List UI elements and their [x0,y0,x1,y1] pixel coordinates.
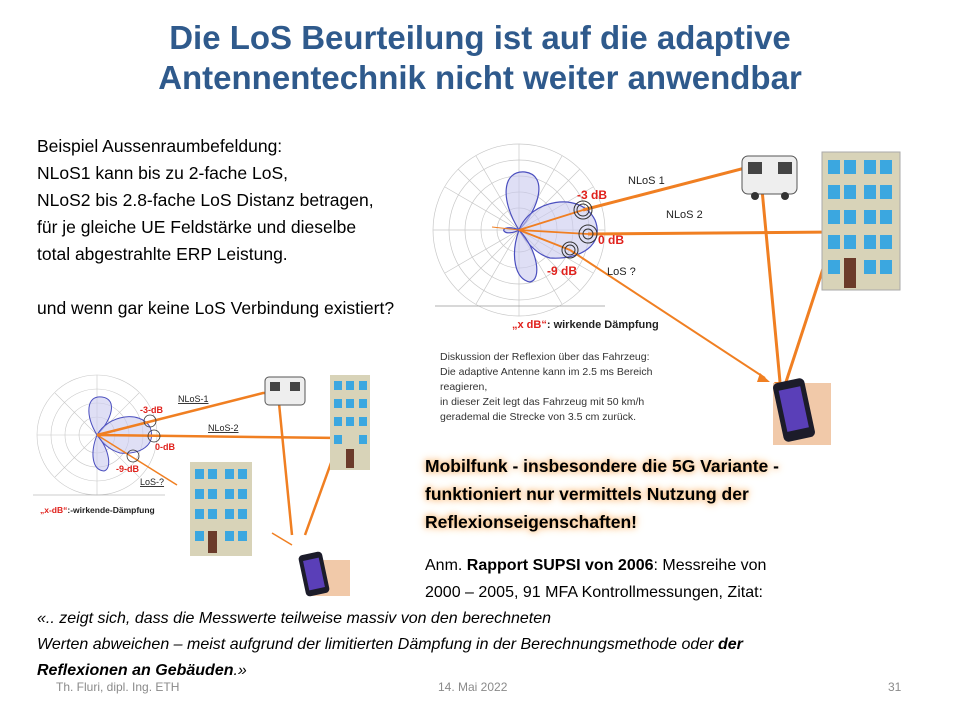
label-los: LoS-? [140,477,164,487]
highlight-line: Mobilfunk - insbesondere die 5G Variante… [425,456,779,476]
note-line-2: 2000 – 2005, 91 MFA Kontrollmessungen, Z… [425,584,763,601]
note-prefix: Anm. [425,557,467,574]
highlight-statement: Mobilfunk - insbesondere die 5G Variante… [425,452,779,536]
ray-lines [491,209,589,251]
label-0db: 0-dB [155,442,176,452]
legend: „x dB“: wirkende Dämpfung [512,319,659,331]
title-line-1: Die LoS Beurteilung ist auf die adaptive [169,19,791,56]
quote-text: «.. zeigt sich, dass die Messwerte teilw… [37,606,743,684]
footer-author: Th. Fluri, dipl. Ing. ETH [56,680,180,694]
label-nlos2: NLoS 2 [666,209,703,221]
discussion-line: reagieren, [440,381,488,393]
phone-image [773,378,831,445]
building-image [330,375,370,470]
bottom-diagram: -3-dB 0-dB -9-dB NLoS-1 NLoS-2 LoS-? „x-… [33,374,370,597]
bus-image [264,376,306,406]
discussion-line: gerademal die Strecke von 3.5 cm zurück. [440,411,637,423]
target-circles [126,414,161,463]
legend-text: : wirkende Dämpfung [547,319,659,331]
quote-end: .» [233,662,247,679]
note-rest: : Messreihe von [653,557,767,574]
discussion-line: Die adaptive Antenne kann im 2.5 ms Bere… [440,366,653,378]
label-minus3db: -3-dB [140,405,163,415]
intro-line: total abgestrahlte ERP Leistung. [37,244,288,264]
bus-image [741,155,798,200]
intro-line: NLoS2 bis 2.8-fache LoS Distanz betragen… [37,190,374,210]
label-los: LoS ? [607,266,636,278]
label-minus9db: -9 dB [547,264,577,278]
phone-image [298,551,350,597]
intro-line: NLoS1 kann bis zu 2-fache LoS, [37,163,288,183]
quote-line-1: «.. zeigt sich, dass die Messwerte teilw… [37,610,552,627]
arrow-los [569,249,766,379]
note-source: Rapport SUPSI von 2006 [466,557,654,574]
intro-text: Beispiel Aussenraumbefeldung: NLoS1 kann… [37,133,394,322]
legend-text: :-wirkende-Dämpfung [67,505,154,515]
target-circles [561,200,598,259]
note-text: Anm. Rapport SUPSI von 2006: Messreihe v… [425,552,766,606]
label-nlos1: NLoS 1 [628,175,665,187]
quote-line-2: Werten abweichen – meist aufgrund der li… [37,636,718,653]
intro-question: und wenn gar keine LoS Verbindung existi… [37,298,395,318]
slide-title: Die LoS Beurteilung ist auf die adaptive… [0,18,960,98]
discussion-line: in dieser Zeit legt das Fahrzeug mit 50 … [440,396,645,408]
building-image [821,151,901,291]
building-image [190,462,252,556]
title-line-2: Antennentechnik nicht weiter anwendbar [158,59,802,96]
label-0db: 0 dB [598,233,624,247]
arrowhead-icon [757,373,770,382]
footer-page-number: 31 [888,680,902,694]
legend: „x-dB“:-wirkende-Dämpfung [40,505,155,515]
label-nlos1: NLoS-1 [178,394,209,404]
label-minus3db: -3 dB [577,188,607,202]
top-diagram: -3 dB 0 dB -9 dB NLoS 1 NLoS 2 LoS ? „x … [432,143,901,445]
radiation-lobes [503,171,598,283]
label-minus9db: -9-dB [116,464,139,474]
intro-line: Beispiel Aussenraumbefeldung: [37,136,283,156]
discussion-line: Diskussion der Reflexion über das Fahrze… [440,351,650,363]
quote-bold: der [717,636,743,653]
quote-bold: Reflexionen an Gebäuden [37,662,234,679]
label-nlos2: NLoS-2 [208,423,239,433]
legend-red: „x-dB“ [40,505,67,515]
highlight-line: Reflexionseigenschaften! [425,512,637,532]
discussion-text: Diskussion der Reflexion über das Fahrze… [440,350,652,425]
highlight-line: funktioniert nur vermittels Nutzung der [425,484,749,504]
legend-red: „x dB“ [512,319,547,331]
intro-line: für je gleiche UE Feldstärke und dieselb… [37,217,357,237]
footer-date: 14. Mai 2022 [438,680,508,694]
